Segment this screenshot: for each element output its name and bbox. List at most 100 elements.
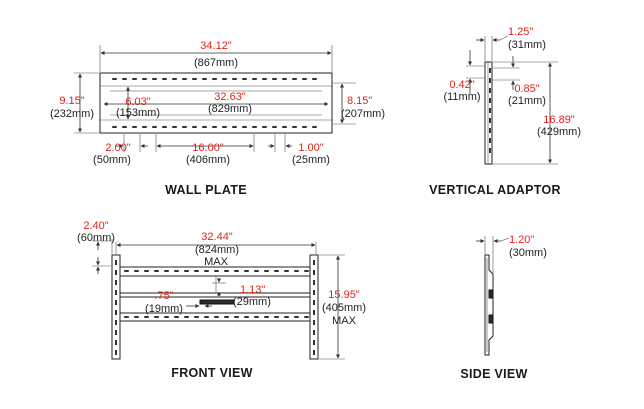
adaptor-slot — [313, 300, 315, 305]
mounting-slot — [274, 316, 279, 318]
wall-plate-center-spacing-mm: (406mm) — [186, 154, 230, 166]
side-view-depth-in: 1.20" — [509, 234, 534, 246]
mounting-slot — [174, 270, 179, 272]
mounting-slot — [274, 270, 279, 272]
adaptor-slot — [313, 330, 315, 335]
mounting-slot — [144, 270, 149, 272]
mounting-slot — [282, 126, 287, 128]
vertical-adaptor-slots — [489, 68, 491, 153]
vertical-adaptor-title: VERTICAL ADAPTOR — [429, 183, 561, 197]
adaptor-slot — [489, 88, 491, 93]
wall-plate-inner-width-in: 32.63" — [214, 91, 246, 103]
mounting-slot — [192, 78, 197, 80]
mounting-slot — [112, 78, 117, 80]
front-view-slots-bottom — [124, 316, 309, 318]
wall-plate-height-in: 9.15" — [59, 95, 84, 107]
mounting-slot — [124, 270, 129, 272]
mounting-slot — [272, 78, 277, 80]
adaptor-slot — [313, 320, 315, 325]
front-view-center-mm: (19mm) — [145, 303, 183, 315]
mounting-slot — [202, 78, 207, 80]
mounting-slot — [224, 270, 229, 272]
front-view-width-mm: (824mm) — [195, 244, 239, 256]
front-view-left-offset-in: 2.40" — [83, 220, 108, 232]
adaptor-slot — [313, 310, 315, 315]
mounting-slot — [182, 78, 187, 80]
mounting-slot — [294, 316, 299, 318]
wall-plate-right-height-mm: (207mm) — [341, 108, 385, 120]
vertical-adaptor-thickness-mm: (11mm) — [443, 91, 480, 103]
mounting-slot — [134, 270, 139, 272]
mounting-slot — [254, 316, 259, 318]
mounting-slot — [134, 316, 139, 318]
front-view-left-offset-mm: (60mm) — [77, 232, 115, 244]
mounting-slot — [242, 126, 247, 128]
vertical-adaptor-length-mm: (429mm) — [537, 126, 581, 138]
front-view-small-gap-in: 1.13" — [240, 284, 265, 296]
wall-plate-slots-top — [112, 78, 317, 80]
mounting-slot — [262, 78, 267, 80]
front-view-right-adaptor — [309, 254, 319, 360]
vertical-adaptor-group: 1.25" (31mm) 0.42" (11mm) 0.85" (21mm) 1… — [429, 26, 581, 197]
wall-plate-group: 34.12" (867mm) 9.15" (232mm) 6.03" (153m… — [50, 40, 385, 197]
side-view-profile — [484, 254, 494, 356]
mounting-slot — [162, 126, 167, 128]
wall-plate-title: WALL PLATE — [165, 183, 247, 197]
mounting-slot — [272, 126, 277, 128]
front-view-title: FRONT VIEW — [171, 366, 252, 380]
mounting-slot — [212, 78, 217, 80]
mounting-slot — [122, 126, 127, 128]
mounting-slot — [312, 78, 317, 80]
adaptor-slot — [115, 350, 117, 355]
adaptor-slot — [489, 148, 491, 153]
mounting-slot — [302, 78, 307, 80]
mounting-slot — [244, 316, 249, 318]
vertical-adaptor-width-mm: (31mm) — [508, 39, 546, 51]
mounting-slot — [252, 78, 257, 80]
adaptor-slot — [115, 300, 117, 305]
mounting-slot — [244, 270, 249, 272]
mounting-slot — [132, 78, 137, 80]
adaptor-slot — [313, 350, 315, 355]
front-view-group: 2.40" (60mm) 32.44" (824mm) MAX 1.13" (2… — [77, 220, 366, 380]
wall-plate-inner-height-mm: (153mm) — [116, 107, 160, 119]
adaptor-slot — [313, 270, 315, 275]
mounting-slot — [142, 78, 147, 80]
mounting-slot — [234, 270, 239, 272]
adaptor-slot — [313, 340, 315, 345]
adaptor-slot — [489, 68, 491, 73]
adaptor-slot — [489, 138, 491, 143]
mounting-slot — [214, 316, 219, 318]
side-view-group: 1.20" (30mm) SIDE VIEW — [460, 234, 547, 381]
mounting-slot — [184, 316, 189, 318]
mounting-slot — [124, 316, 129, 318]
front-view-width-in: 32.44" — [201, 231, 233, 243]
adaptor-slot — [489, 118, 491, 123]
mounting-slot — [292, 78, 297, 80]
mounting-slot — [224, 316, 229, 318]
mounting-slot — [144, 316, 149, 318]
mounting-slot — [172, 126, 177, 128]
adaptor-slot — [115, 340, 117, 345]
wall-plate-center-spacing-in: 16.00" — [192, 142, 224, 154]
front-view-left-adaptor — [111, 254, 121, 360]
mounting-slot — [214, 270, 219, 272]
mounting-slot — [312, 126, 317, 128]
mounting-slot — [132, 126, 137, 128]
front-view-height-in: 15.95" — [328, 289, 360, 301]
mounting-slot — [194, 316, 199, 318]
vertical-adaptor-outline — [484, 61, 493, 165]
mounting-slot — [192, 126, 197, 128]
mounting-slot — [164, 270, 169, 272]
front-view-adaptor-slots — [115, 260, 315, 355]
mounting-slot — [284, 316, 289, 318]
mounting-slot — [264, 316, 269, 318]
wall-plate-left-offset-mm: (50mm) — [93, 154, 131, 166]
mounting-slot — [294, 270, 299, 272]
wall-plate-height-mm: (232mm) — [50, 108, 94, 120]
wall-plate-right-height-in: 8.15" — [347, 95, 372, 107]
adaptor-slot — [489, 108, 491, 113]
wall-plate-width-in: 34.12" — [200, 40, 232, 52]
adaptor-slot — [489, 78, 491, 83]
mounting-slot — [304, 316, 309, 318]
